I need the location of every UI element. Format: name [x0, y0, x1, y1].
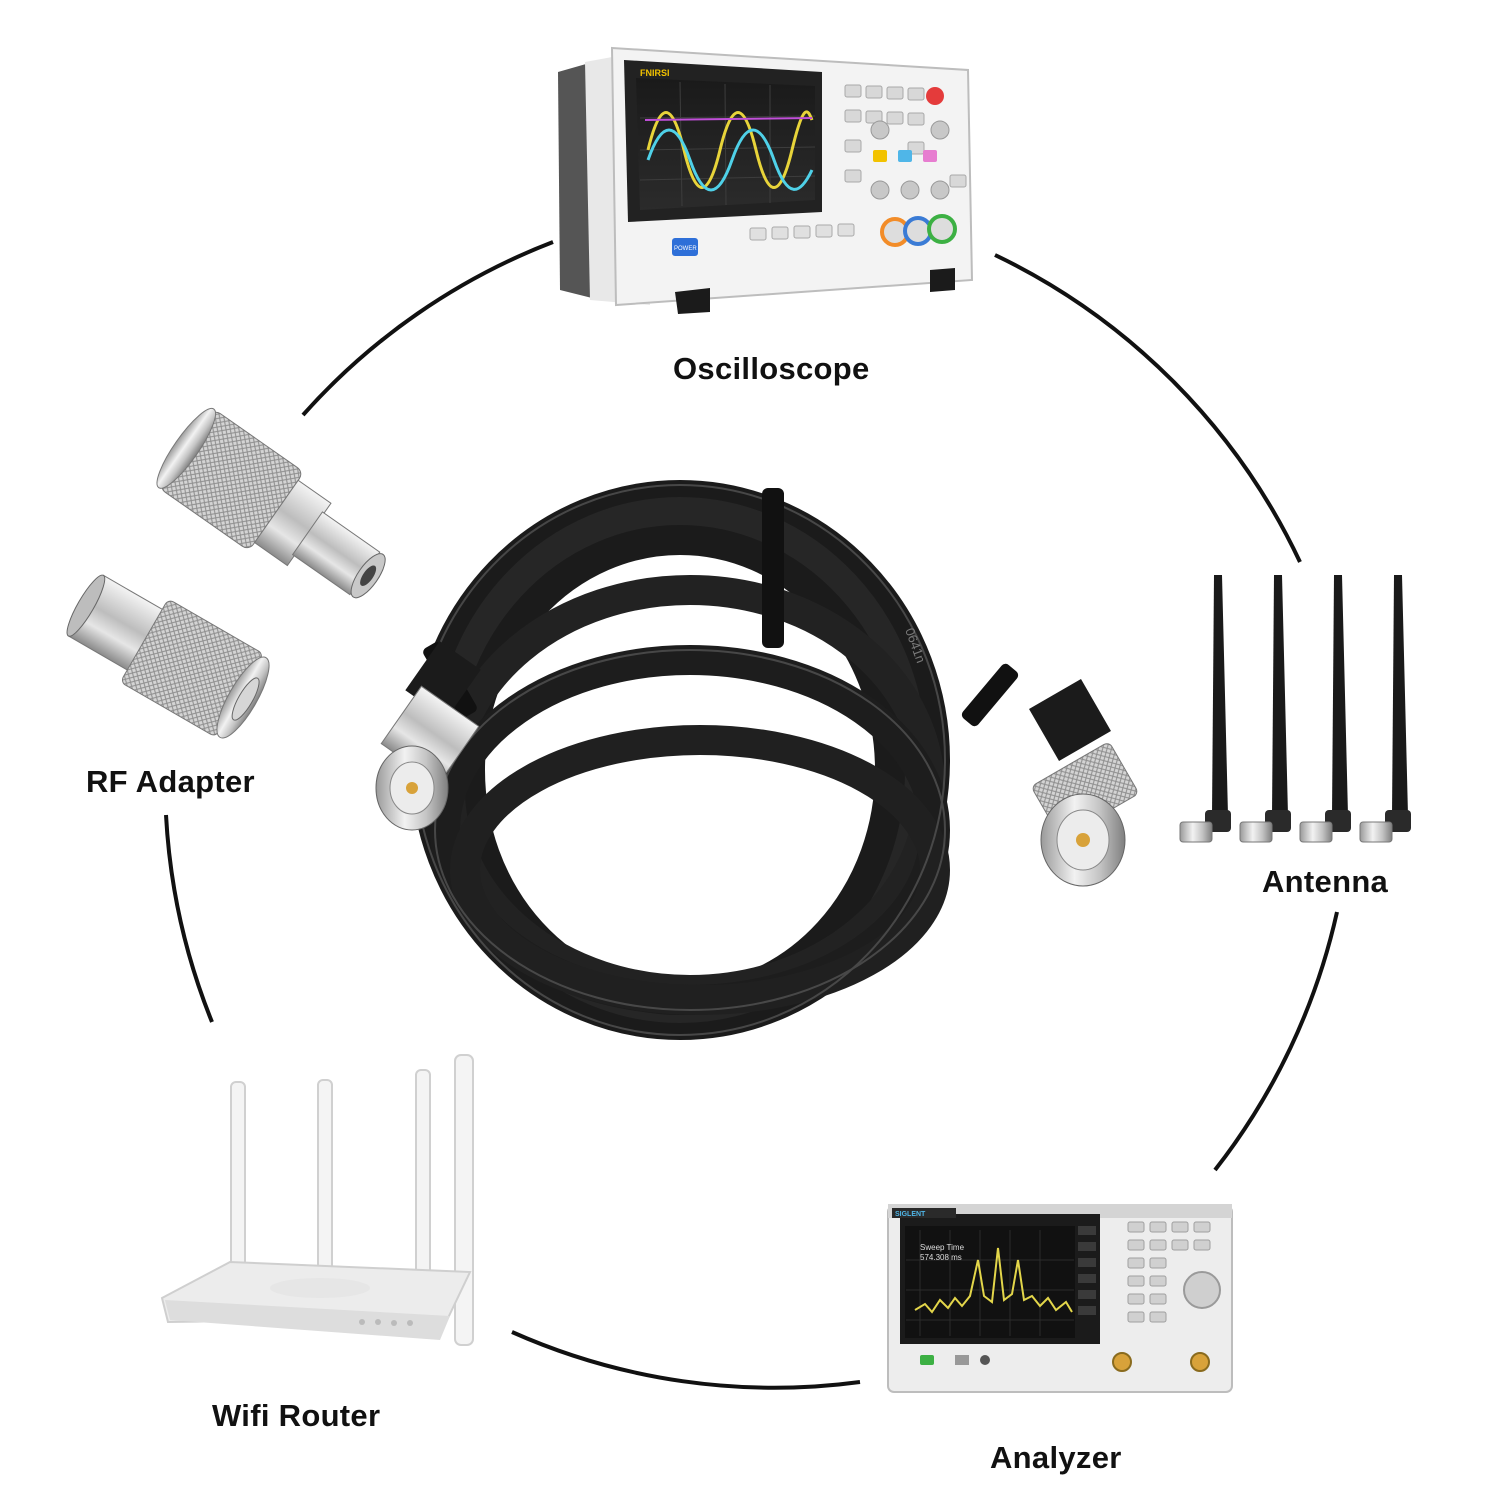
spectrum-trace: [914, 1247, 1073, 1314]
analyzer-readout: Sweep Time: [920, 1243, 965, 1252]
arc-antenna-to-analyzer: [1213, 911, 1339, 1172]
bnc-connector-left: [375, 641, 481, 831]
label-rf-adapter: RF Adapter: [86, 764, 255, 799]
oscilloscope-image: FNIRSI POWER: [558, 46, 974, 314]
coax-cable-image: 0641n: [375, 480, 1138, 1040]
connection-arcs: [164, 240, 1339, 1390]
analyzer-image: Sweep Time 574.308 ms SIGLENT: [887, 1204, 1233, 1393]
arc-adapter-to-oscilloscope: [301, 240, 554, 417]
label-wifi-router: Wifi Router: [212, 1398, 381, 1433]
rf-adapter-image: [66, 407, 386, 739]
arc-adapter-to-router: [164, 814, 214, 1023]
arc-oscilloscope-to-antenna: [994, 253, 1302, 563]
power-button: [672, 238, 698, 256]
waveform-cyan: [646, 128, 814, 192]
oscilloscope-brand: FNIRSI: [640, 68, 670, 78]
label-analyzer: Analyzer: [990, 1440, 1122, 1475]
arc-analyzer-to-router: [511, 1330, 861, 1390]
power-button-label: POWER: [674, 246, 697, 252]
analyzer-readout-value: 574.308 ms: [920, 1253, 962, 1262]
analyzer-brand: SIGLENT: [895, 1211, 926, 1218]
antenna-image: [1179, 575, 1411, 843]
label-oscilloscope: Oscilloscope: [673, 351, 870, 386]
waveform-yellow: [646, 110, 814, 189]
label-antenna: Antenna: [1262, 864, 1389, 899]
wifi-router-image: [160, 1054, 474, 1346]
bnc-connector-right: [1029, 679, 1138, 887]
